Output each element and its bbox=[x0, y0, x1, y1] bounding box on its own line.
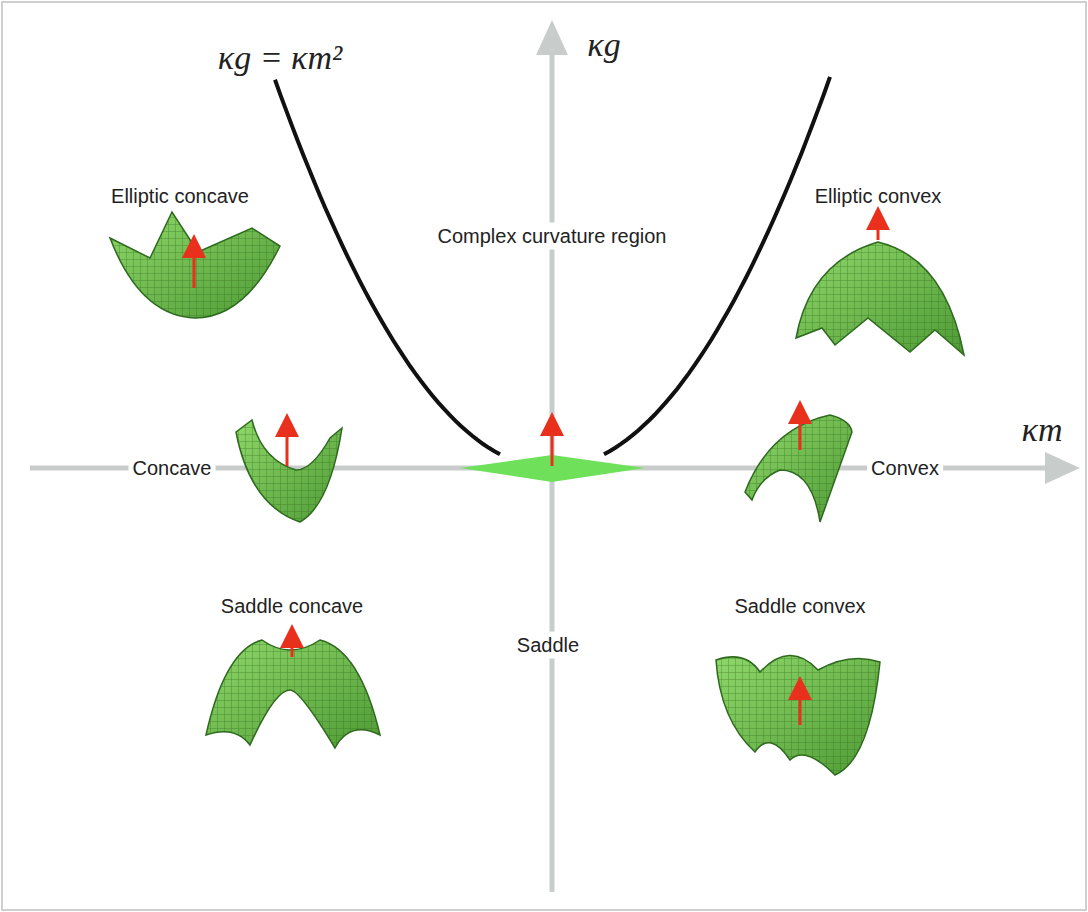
region-label: Elliptic concave bbox=[111, 184, 249, 209]
elliptic-concave-surface bbox=[110, 212, 280, 318]
region-label: Saddle bbox=[513, 632, 583, 659]
convex-surface bbox=[745, 412, 852, 522]
saddle-concave-surface bbox=[206, 636, 380, 748]
curve-equation: κg = κm² bbox=[218, 37, 342, 80]
region-label: Elliptic convex bbox=[815, 184, 942, 209]
saddle-convex-surface bbox=[716, 655, 880, 775]
region-label: Convex bbox=[867, 455, 943, 482]
region-label: Saddle convex bbox=[734, 594, 865, 619]
flat-plane bbox=[460, 424, 645, 482]
elliptic-convex-surface bbox=[796, 218, 964, 355]
axis-label: κg bbox=[587, 24, 620, 67]
axes bbox=[30, 20, 1080, 892]
region-label: Saddle concave bbox=[221, 594, 363, 619]
region-label: Concave bbox=[129, 455, 216, 482]
parabola-boundary bbox=[275, 77, 830, 454]
region-label: Complex curvature region bbox=[423, 223, 681, 250]
axis-label: κm bbox=[1022, 409, 1063, 452]
concave-surface bbox=[236, 420, 342, 522]
